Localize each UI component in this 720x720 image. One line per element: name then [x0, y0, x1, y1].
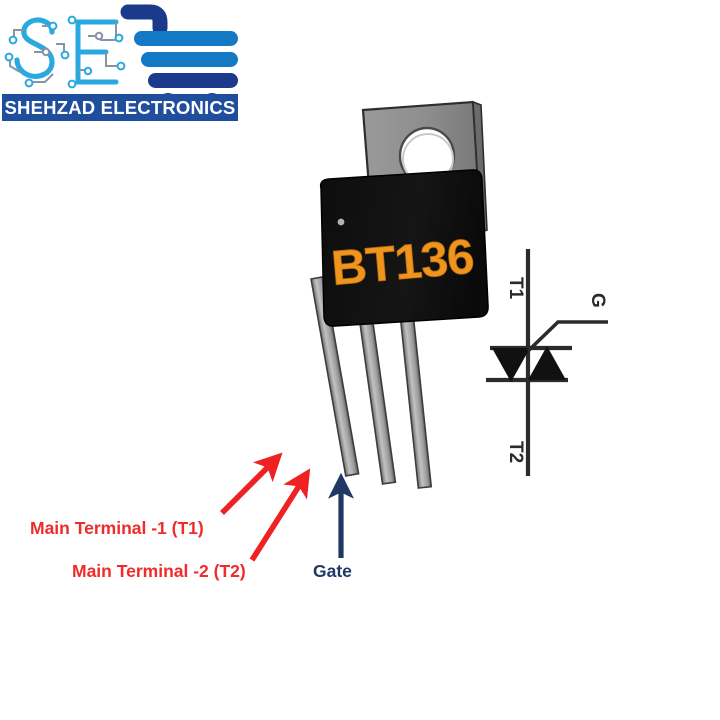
- component-leads: [310, 274, 433, 489]
- logo-letter-s-icon: [4, 17, 70, 88]
- brand-name-text: SHEHZAD ELECTRONICS: [4, 96, 236, 118]
- arrow-t2: [249, 468, 311, 562]
- brand-name-banner: SHEHZAD ELECTRONICS: [2, 94, 238, 121]
- symbol-triangle-right: [528, 346, 566, 380]
- symbol-triangle-left: [492, 348, 530, 382]
- symbol-label-t1: T1: [505, 277, 526, 300]
- symbol-label-t2: T2: [505, 441, 526, 463]
- component-part-marking: BT136: [329, 230, 475, 296]
- arrow-t1: [220, 452, 283, 515]
- pin-one-dimple-icon: [337, 218, 345, 226]
- component-body: BT136: [319, 169, 489, 327]
- callout-label-t2: Main Terminal -2 (T2): [72, 561, 246, 581]
- brand-logo: SHEHZAD ELECTRONICS: [0, 0, 243, 124]
- logo-mark-icon: [4, 4, 238, 96]
- callout-label-gate: Gate: [313, 561, 352, 581]
- shopping-cart-icon: [120, 4, 238, 96]
- symbol-label-g: G: [587, 293, 608, 308]
- callout-arrows: [220, 452, 354, 562]
- symbol-gate-lead: [526, 320, 608, 353]
- callout-label-t1: Main Terminal -1 (T1): [30, 518, 204, 538]
- triac-schematic-symbol: T1 T2 G: [486, 249, 608, 476]
- logo-letter-e-icon: [67, 15, 126, 89]
- component-image-bt136: BT136: [310, 100, 489, 489]
